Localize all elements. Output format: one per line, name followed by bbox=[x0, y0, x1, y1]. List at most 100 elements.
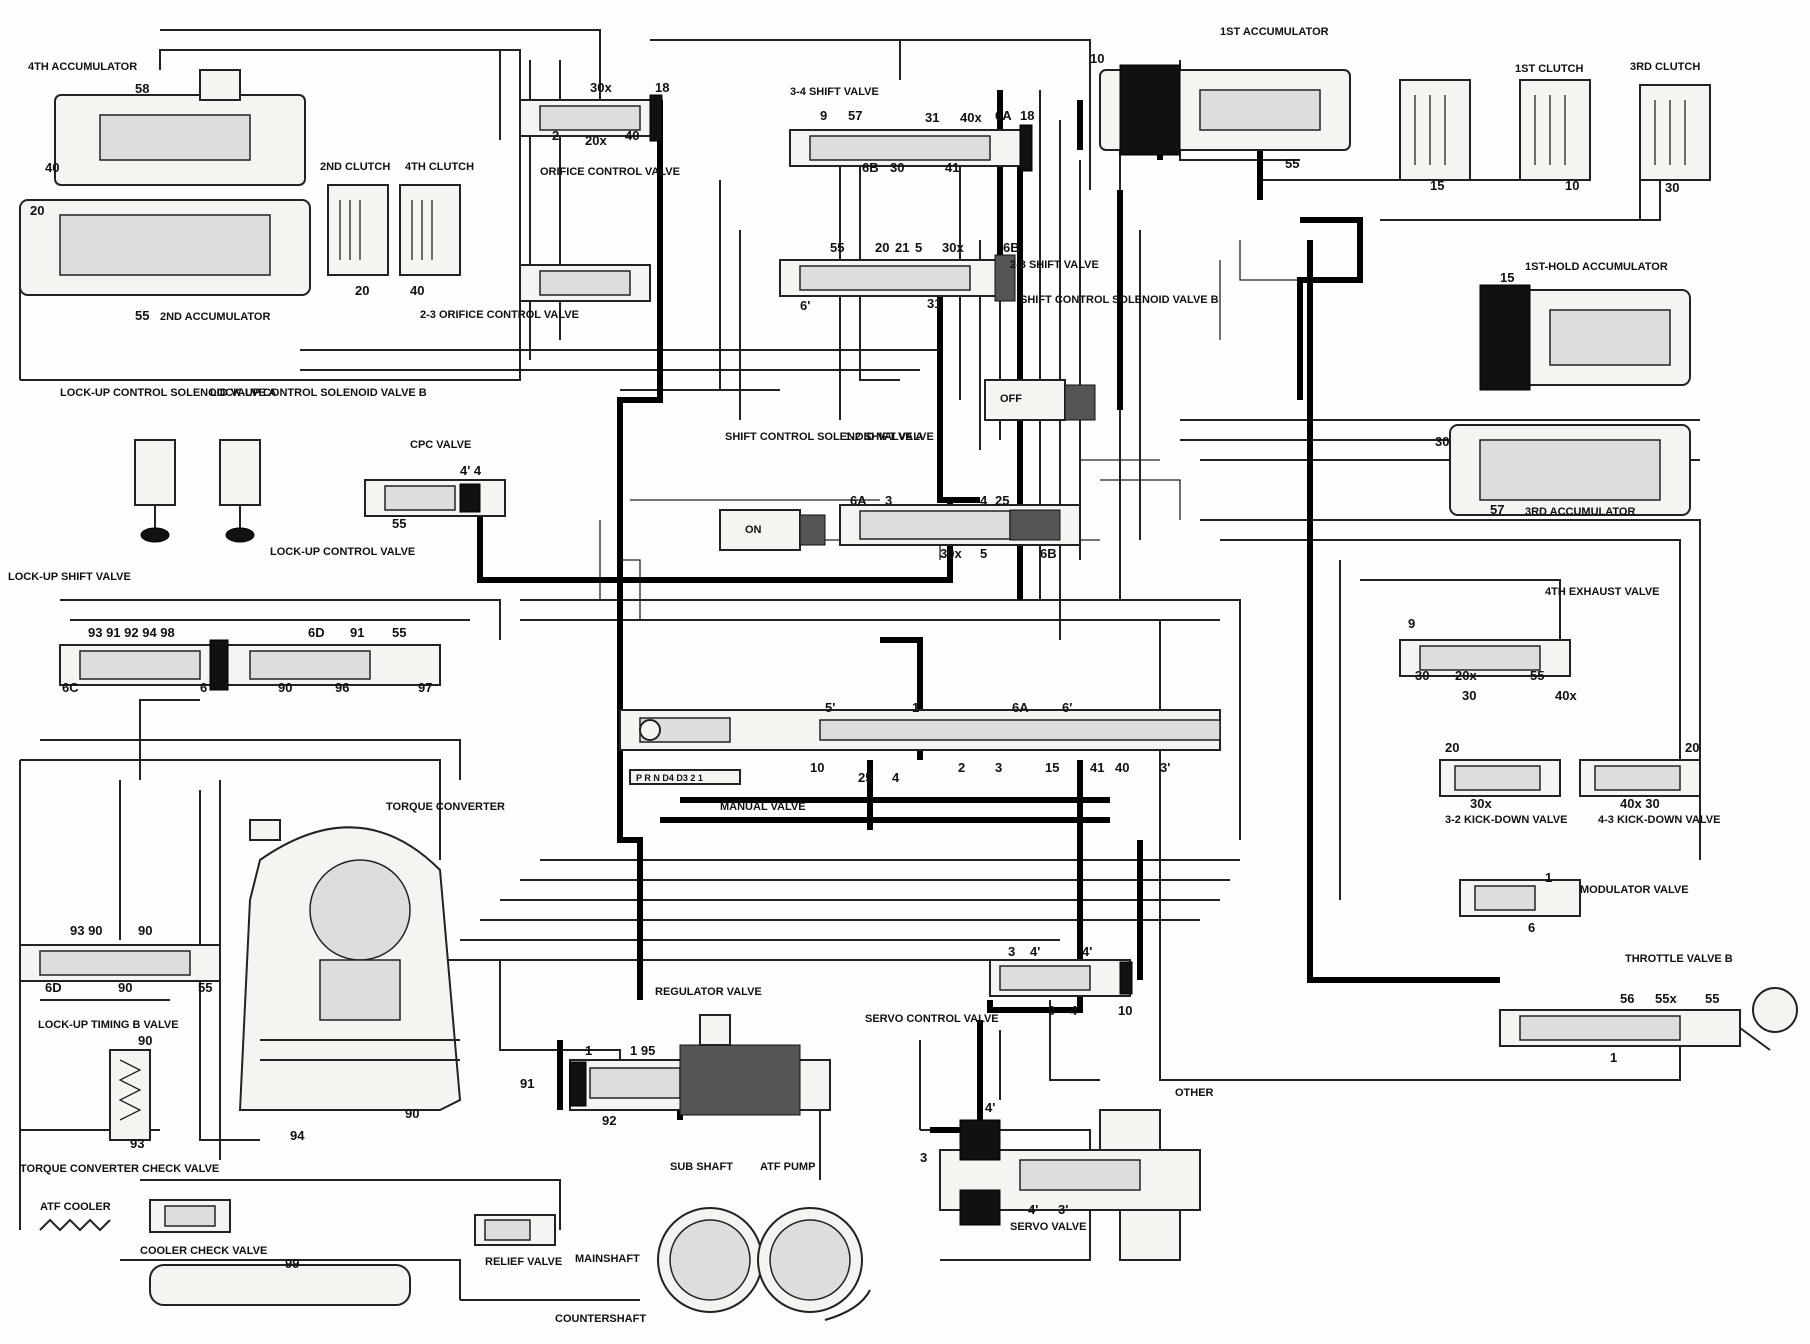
port-40x: 40x bbox=[960, 110, 982, 125]
port-6: 6 bbox=[1528, 920, 1535, 935]
label-fourth-clutch: 4TH CLUTCH bbox=[405, 161, 474, 173]
port-9: 9 bbox=[820, 108, 827, 123]
port-4: 4 bbox=[980, 493, 988, 508]
label-first-clutch: 1ST CLUTCH bbox=[1515, 63, 1584, 75]
port-4: 4 bbox=[892, 770, 900, 785]
port-15: 15 bbox=[1045, 760, 1059, 775]
oil-reservoir bbox=[149, 1264, 411, 1306]
label-four-three-kick-down-valve: 4-3 KICK-DOWN VALVE bbox=[1598, 814, 1720, 826]
label-third-clutch: 3RD CLUTCH bbox=[1630, 61, 1700, 73]
label-modulator-valve: MODULATOR VALVE bbox=[1580, 884, 1689, 896]
three-two-kick-down-valve bbox=[1439, 759, 1561, 797]
label-countershaft: COUNTERSHAFT bbox=[555, 1313, 646, 1325]
port-numbers: 58 40 20 55 20 40 18 30x 2 20x 40 9 57 3… bbox=[30, 51, 1719, 1271]
first-accumulator bbox=[1099, 64, 1351, 156]
port-18: 18 bbox=[655, 80, 669, 95]
port-3: 3 bbox=[920, 1150, 927, 1165]
port-5: 5 bbox=[980, 546, 987, 561]
port-97: 97 bbox=[418, 680, 432, 695]
cooler-check-valve bbox=[149, 1199, 231, 1233]
two-three-orifice-control-valve bbox=[519, 264, 651, 302]
port-4: 4' 4 bbox=[460, 463, 482, 478]
port-55: 55 bbox=[198, 980, 212, 995]
two-three-shift-valve bbox=[779, 254, 1016, 302]
port-18: 18 bbox=[1020, 108, 1034, 123]
label-atf-pump: ATF PUMP bbox=[760, 1161, 815, 1173]
port-30x: 30x bbox=[590, 80, 612, 95]
port-30: 30 bbox=[1435, 434, 1449, 449]
port-41: 41 bbox=[945, 160, 959, 175]
label-cooler-check-valve: COOLER CHECK VALVE bbox=[140, 1245, 267, 1257]
port-41: 41 bbox=[1090, 760, 1104, 775]
port-20: 20 bbox=[1685, 740, 1699, 755]
port-4: 4' bbox=[1028, 1202, 1038, 1217]
port-6: 6 bbox=[200, 680, 207, 695]
port-10: 10 bbox=[1090, 51, 1104, 66]
port-30x: 30x bbox=[942, 240, 964, 255]
port-20x: 20x bbox=[1455, 668, 1477, 683]
port-93: 93 bbox=[130, 1136, 144, 1151]
label-regulator-valve: REGULATOR VALVE bbox=[655, 986, 762, 998]
torque-converter-check-valve bbox=[109, 1049, 151, 1141]
port-90: 90 bbox=[278, 680, 292, 695]
label-lock-up-control-valve: LOCK-UP CONTROL VALVE bbox=[270, 546, 415, 558]
port-20x: 20x bbox=[585, 133, 607, 148]
port-31: 31 bbox=[927, 296, 941, 311]
port-1: 1 bbox=[1610, 1050, 1617, 1065]
port-2: 2 bbox=[552, 128, 559, 143]
port-6a: 6A bbox=[995, 108, 1012, 123]
label-relief-valve: RELIEF VALVE bbox=[485, 1256, 562, 1268]
label-shift-control-solenoid-valve-b: SHIFT CONTROL SOLENOID VALVE B bbox=[1020, 294, 1219, 306]
label-two-three-shift-valve: 2-3 SHIFT VALVE bbox=[1010, 259, 1099, 271]
port-55: 55 bbox=[830, 240, 844, 255]
label-first-hold-accumulator: 1ST-HOLD ACCUMULATOR bbox=[1525, 261, 1668, 273]
port-92: 92 bbox=[602, 1113, 616, 1128]
four-three-kick-down-valve bbox=[1579, 759, 1701, 797]
port-90: 90 bbox=[138, 923, 152, 938]
component-labels: 4TH ACCUMULATOR 2ND ACCUMULATOR 2ND CLUT… bbox=[8, 26, 1733, 1325]
manual-valve bbox=[619, 709, 1221, 785]
port-1: 1 bbox=[1545, 870, 1552, 885]
port-20: 20 bbox=[1445, 740, 1459, 755]
port-10: 10 bbox=[1118, 1003, 1132, 1018]
port-30: 30 bbox=[890, 160, 904, 175]
port-20: 20 bbox=[355, 283, 369, 298]
port-9: 9 bbox=[1048, 1003, 1055, 1018]
relief-valve bbox=[474, 1214, 556, 1246]
throttle-valve-b bbox=[1499, 987, 1798, 1051]
lock-up-shift-valve bbox=[59, 639, 441, 691]
port-93-91-92-94-98: 93 91 92 94 98 bbox=[88, 625, 175, 640]
label-mainshaft: MAINSHAFT bbox=[575, 1253, 640, 1265]
label-cpc-valve: CPC VALVE bbox=[410, 439, 471, 451]
port-30x: 30x bbox=[1470, 796, 1492, 811]
port-4: 4' bbox=[1082, 944, 1092, 959]
port-55: 55 bbox=[1285, 156, 1299, 171]
lock-up-timing-b-valve bbox=[19, 944, 221, 982]
port-30x: 30x bbox=[940, 546, 962, 561]
port-56: 56 bbox=[1620, 991, 1634, 1006]
port-6c: 6C bbox=[62, 680, 79, 695]
port-5: 5 bbox=[915, 240, 922, 255]
port-90: 90 bbox=[405, 1106, 419, 1121]
label-other: OTHER bbox=[1175, 1087, 1214, 1099]
port-15: 15 bbox=[1500, 270, 1514, 285]
port-3: 3 bbox=[995, 760, 1002, 775]
port-96: 96 bbox=[335, 680, 349, 695]
port-3: 3' bbox=[1058, 1202, 1068, 1217]
port-55: 55 bbox=[135, 308, 149, 323]
label-on-state: ON bbox=[745, 524, 762, 536]
label-manual-valve: MANUAL VALVE bbox=[720, 801, 806, 813]
label-atf-cooler: ATF COOLER bbox=[40, 1201, 111, 1213]
servo-control-valve bbox=[989, 959, 1133, 997]
port-2: 2 bbox=[958, 760, 965, 775]
label-orifice-control-valve: ORIFICE CONTROL VALVE bbox=[540, 166, 680, 178]
port-55x: 55x bbox=[1655, 991, 1677, 1006]
port-6d: 6D bbox=[45, 980, 62, 995]
label-three-four-shift-valve: 3-4 SHIFT VALVE bbox=[790, 86, 879, 98]
port-57: 57 bbox=[1490, 502, 1504, 517]
port-40x: 40x bbox=[1555, 688, 1577, 703]
port-40: 40 bbox=[625, 128, 639, 143]
label-torque-converter-check-valve: TORQUE CONVERTER CHECK VALVE bbox=[20, 1163, 219, 1175]
port-31: 31 bbox=[925, 110, 939, 125]
